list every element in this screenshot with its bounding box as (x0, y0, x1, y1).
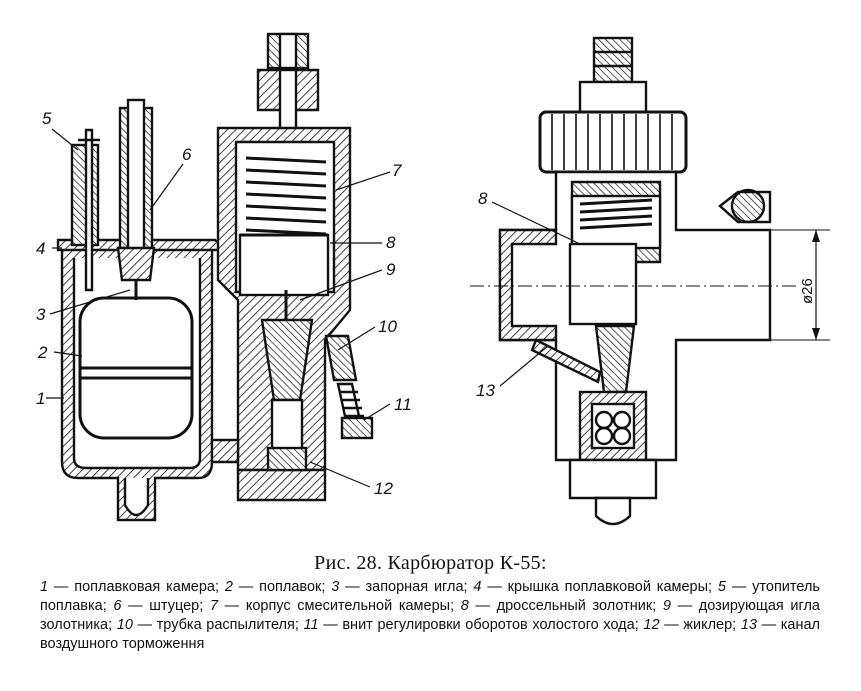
legend-entry-text: — корпус смесительной камеры; (218, 598, 461, 614)
callout-6: 6 (182, 145, 192, 164)
legend-entry-number: 3 (331, 579, 340, 595)
legend-entry: 13 — канал воздушного торможення (40, 617, 820, 652)
legend-entry-text: — дроссельный золотник; (468, 598, 663, 614)
legend-entry-number: 6 (113, 598, 122, 614)
legend-entry-text: — поплавок; (232, 579, 332, 595)
callout-labels: 1 2 3 4 5 6 7 8 9 10 11 12 8 13 ø26 (36, 109, 816, 498)
dimension-label: ø26 (799, 278, 816, 304)
legend-entry-text: — запорная игла; (339, 579, 474, 595)
legend-entry-text: — штуцер; (121, 598, 210, 614)
figure-caption-title: Рис. 28. Карбюратор К-55: (314, 552, 547, 574)
side-section-view (470, 36, 830, 526)
legend-entry: 9 — дозирующая игла золотника; (40, 598, 820, 633)
legend-entry-text: — поплавковая камера; (48, 579, 225, 595)
legend-entry: 10 — трубка распылителя; (117, 617, 304, 633)
legend-entry-number: 8 (460, 598, 469, 614)
legend-entry: 2 — поплавок; (225, 579, 331, 595)
legend-entry-number: 13 (740, 617, 757, 633)
mixing-chamber-section (210, 32, 374, 502)
legend-entry: 3 — запорная игла; (331, 579, 473, 595)
legend-entry-text: — канал воздушного торможення (40, 617, 821, 652)
legend-entry: 4 — крышка поплавковой камеры; (473, 579, 718, 595)
legend-entry-number: 9 (662, 598, 671, 614)
legend-entry: 5 — утопитель поплавка; (40, 579, 820, 614)
legend-entry-number: 4 (473, 579, 482, 595)
leader-lines (46, 128, 581, 488)
legend-entry-number: 12 (643, 617, 660, 633)
callout-9: 9 (386, 260, 396, 279)
float-chamber-section (56, 98, 232, 522)
callout-3: 3 (36, 305, 46, 324)
legend-entry-number: 7 (209, 598, 219, 614)
legend-entry-number: 10 (116, 617, 133, 633)
legend-entry-text: — утопитель поплавка; (40, 579, 820, 614)
carburetor-drawing: 1 2 3 4 5 6 7 8 9 10 11 12 8 13 ø26 (36, 32, 830, 526)
legend-entry: 7 — корпус смесительной камеры; (210, 598, 461, 614)
callout-7: 7 (392, 161, 402, 180)
legend-entry-text: — крышка поплавковой камеры; (481, 579, 718, 595)
callout-10: 10 (378, 317, 397, 336)
legend-entry-number: 2 (224, 579, 233, 595)
callout-12: 12 (374, 479, 393, 498)
legend-entry-number: 11 (303, 617, 319, 633)
legend-entry: 11 — внит регулировки оборотов холостого… (304, 617, 644, 633)
callout-5: 5 (42, 109, 52, 128)
legend-entry-text: — жиклер; (659, 617, 741, 633)
callout-1: 1 (36, 389, 45, 408)
legend-entry: 6 — штуцер; (113, 598, 210, 614)
legend-entry-number: 1 (40, 579, 49, 595)
callout-2: 2 (37, 343, 48, 362)
legend-entry: 8 — дроссельный золотник; (461, 598, 663, 614)
legend-entry: 1 — поплавковая камера; (40, 579, 225, 595)
legend-entry-text: — дозирующая игла золотника; (40, 598, 821, 633)
legend-entry: 12 — жиклер; (643, 617, 740, 633)
callout-8-left: 8 (386, 233, 396, 252)
callout-8-right: 8 (478, 189, 488, 208)
legend-entry-number: 5 (717, 579, 726, 595)
callout-4: 4 (36, 239, 45, 258)
figure-legend: 1 — поплавковая камера; 2 — поплавок; 3 … (40, 578, 820, 654)
legend-entry-text: — внит регулировки оборотов холостого хо… (318, 617, 644, 633)
callout-11: 11 (394, 395, 412, 414)
legend-entry-text: — трубка распылителя; (132, 617, 304, 633)
callout-13: 13 (476, 381, 495, 400)
